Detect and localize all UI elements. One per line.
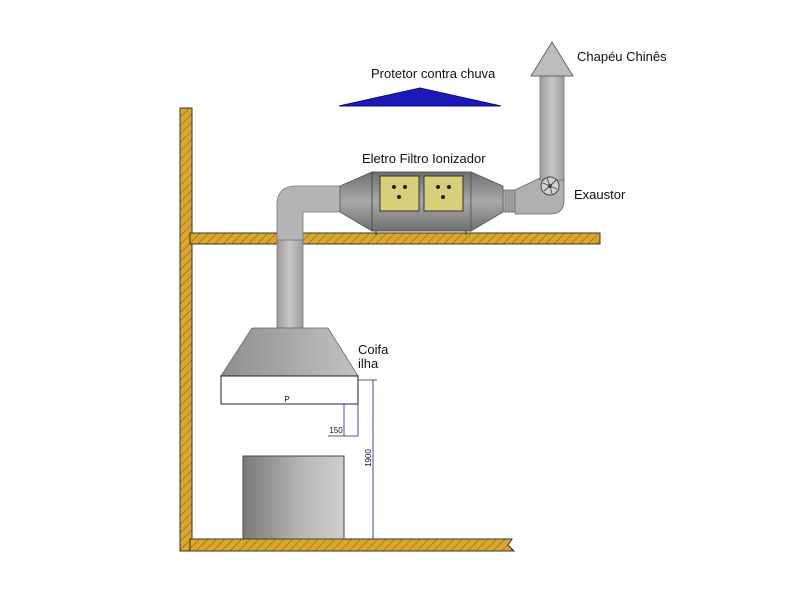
- filter-panel-left: [379, 175, 420, 212]
- building-structure: [179, 107, 601, 552]
- island-hood: [220, 327, 359, 405]
- intake-duct: [276, 185, 346, 329]
- wall: [179, 107, 193, 552]
- chinese-hat-cap: [530, 41, 574, 77]
- dimension-p: P: [284, 395, 289, 404]
- rain-protector: [338, 87, 502, 107]
- filter-panel-right: [423, 175, 464, 212]
- label-exaustor: Exaustor: [574, 187, 626, 202]
- exhaust-fan-icon: [540, 176, 560, 196]
- label-protetor-contra-chuva: Protetor contra chuva: [371, 66, 496, 81]
- dimension-height: 1900: [364, 449, 373, 467]
- cooking-island: [242, 455, 345, 540]
- dimension-lines: [221, 379, 377, 539]
- exhaust-assembly: [502, 41, 574, 215]
- label-eletro-filtro: Eletro Filtro Ionizador: [362, 151, 486, 166]
- roof-slab: [189, 232, 601, 245]
- label-chapeu-chines: Chapéu Chinês: [577, 49, 667, 64]
- label-ilha: ilha: [358, 356, 379, 371]
- dimension-offset: 150: [329, 426, 343, 435]
- electro-filter: [339, 171, 504, 235]
- label-coifa: Coifa: [358, 342, 389, 357]
- floor-slab: [189, 538, 516, 552]
